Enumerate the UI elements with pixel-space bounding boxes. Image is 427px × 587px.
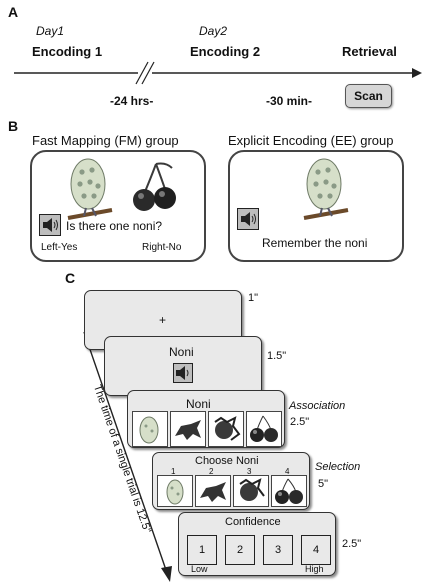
- option-creature: [208, 411, 244, 447]
- confidence-4: 4: [301, 535, 331, 565]
- encoding1-label: Encoding 1: [32, 44, 103, 59]
- scan-badge: Scan: [345, 84, 392, 108]
- option-creature: [195, 475, 231, 507]
- choice-number-4: 4: [285, 467, 290, 476]
- ee-screen: Remember the noni: [228, 150, 404, 262]
- choose-noni-title: Choose Noni: [195, 455, 259, 467]
- fm-left-yes: Left-Yes: [41, 242, 78, 253]
- gap-24hrs-label: -24 hrs-: [110, 94, 154, 108]
- day2-label: Day2: [199, 24, 228, 38]
- retrieval-label: Retrieval: [342, 44, 397, 59]
- panel-b-letter: B: [8, 118, 19, 134]
- confidence-1: 1: [187, 535, 217, 565]
- timeline-arrow: [14, 61, 422, 85]
- speaker-icon: [237, 208, 259, 230]
- panel-c-letter: C: [65, 270, 76, 286]
- duration-4: 5": [318, 478, 329, 490]
- duration-1: 1": [248, 292, 259, 304]
- noni-fruit-icon: [67, 158, 113, 220]
- confidence-title: Confidence: [225, 516, 281, 528]
- noni-fruit-icon: [139, 416, 159, 444]
- duration-2: 1.5": [267, 350, 287, 362]
- encoding2-label: Encoding 2: [190, 44, 261, 59]
- fm-question-text: Is there one noni?: [66, 219, 163, 233]
- creature-icon: [175, 420, 201, 440]
- selection-screen: Choose Noni 1 2 3 4: [152, 452, 310, 510]
- option-noni-fruit: [157, 475, 193, 507]
- cherry-icon: [133, 162, 176, 211]
- speaker-icon: [173, 363, 193, 383]
- cherry-icon: [275, 478, 303, 504]
- cherry-icon: [250, 415, 278, 442]
- word-noni: Noni: [169, 345, 194, 359]
- word-noni: Noni: [186, 397, 211, 411]
- noni-fruit-icon: [166, 479, 184, 505]
- creature-icon: [214, 416, 241, 441]
- speaker-icon: [39, 214, 61, 236]
- trial-time-arrow: [83, 331, 172, 582]
- option-creature: [233, 475, 269, 507]
- confidence-3: 3: [263, 535, 293, 565]
- gap-30min-label: -30 min-: [266, 94, 313, 108]
- confidence-low-label: Low: [191, 564, 208, 574]
- fixation-cross: +: [159, 313, 167, 327]
- duration-5: 2.5": [342, 538, 362, 550]
- association-label: Association: [289, 400, 346, 412]
- confidence-2: 2: [225, 535, 255, 565]
- choice-number-3: 3: [247, 467, 252, 476]
- creature-icon: [200, 482, 226, 502]
- option-creature: [170, 411, 206, 447]
- panel-a-letter: A: [8, 4, 19, 20]
- creature-icon: [239, 478, 265, 501]
- option-cherry: [246, 411, 282, 447]
- ee-group-title: Explicit Encoding (EE) group: [228, 133, 394, 148]
- association-screen: Noni: [127, 390, 285, 448]
- selection-label: Selection: [315, 461, 361, 473]
- option-cherry: [271, 475, 307, 507]
- confidence-screen: Confidence 1 2 3 4 Low High: [178, 512, 336, 576]
- choice-number-2: 2: [209, 467, 214, 476]
- day1-label: Day1: [36, 24, 65, 38]
- noni-fruit-icon: [303, 158, 349, 220]
- fm-screen: Is there one noni? Left-Yes Right-No: [30, 150, 206, 262]
- option-noni-fruit: [132, 411, 168, 447]
- duration-3: 2.5": [290, 416, 310, 428]
- choice-number-1: 1: [171, 467, 176, 476]
- ee-instruction-text: Remember the noni: [262, 236, 368, 250]
- word-audio-screen: Noni: [104, 336, 262, 396]
- confidence-high-label: High: [305, 564, 324, 574]
- fm-group-title: Fast Mapping (FM) group: [32, 133, 179, 148]
- fm-right-no: Right-No: [142, 242, 182, 253]
